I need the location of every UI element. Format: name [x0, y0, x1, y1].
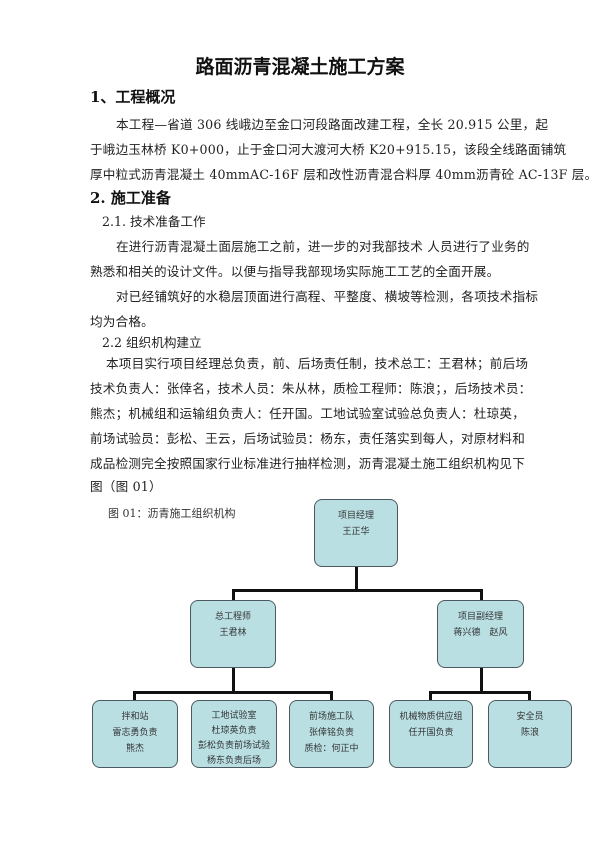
node-role: 项目经理: [337, 511, 374, 521]
node-person: 彭松负责前场试验: [197, 741, 270, 751]
connector-line: [429, 691, 531, 694]
connector-line: [232, 589, 235, 601]
node-person: 王君林: [219, 628, 247, 638]
connector-line: [480, 667, 483, 693]
subsection-2-1-heading: 2.1. 技术准备工作: [102, 214, 206, 229]
node-person: 杨东负责后场: [206, 756, 261, 766]
node-role: 工地试验室: [211, 711, 257, 721]
connector-line: [480, 589, 483, 601]
node-person: 杜琼英负责: [211, 726, 257, 736]
text-line: 技术负责人：张倖名，技术人员：朱从林，质检工程师：陈浪；，后场技术员：: [90, 381, 532, 396]
org-node-deputy-manager: 项目副经理 蒋兴德 赵风: [437, 600, 524, 668]
node-person: 蒋兴德 赵风: [453, 628, 508, 638]
org-node-supply-group: 机械物质供应组 任开国负责: [389, 700, 473, 768]
node-role: 总工程师: [214, 612, 251, 622]
text-line: 均为合格。: [90, 314, 154, 329]
node-role: 安全员: [516, 712, 544, 722]
node-role: 拌和站: [121, 712, 149, 722]
node-person: 熊杰: [125, 744, 144, 754]
org-node-project-manager: 项目经理 王正华: [314, 499, 398, 567]
node-person: 王正华: [342, 527, 370, 537]
node-person: 陈浪: [520, 728, 539, 738]
connector-line: [133, 691, 136, 701]
node-role: 项目副经理: [457, 612, 503, 622]
text-line: 成品检测完全按照国家行业标准进行抽样检测，沥青混凝土施工组织机构见下: [90, 456, 525, 471]
node-role: 前场施工队: [308, 712, 354, 722]
text-line: 于峨边玉林桥 K0+000，止于金口河大渡河大桥 K20+915.15，该段全线…: [90, 142, 567, 157]
figure-caption: 图 01：沥青施工组织机构: [108, 507, 236, 520]
section-2-heading: 2. 施工准备: [90, 189, 171, 207]
node-person: 张倖铭负责: [308, 728, 354, 738]
text-line: 本项目实行项目经理总负责，前、后场责任制，技术总工：王君林；前后场: [106, 356, 529, 371]
org-node-safety-officer: 安全员 陈浪: [488, 700, 572, 768]
connector-line: [330, 691, 333, 701]
connector-line: [133, 691, 333, 694]
connector-line: [355, 566, 358, 591]
text-line: 熊杰；机械组和运输组负责人：任开国。工地试验室试验总负责人：杜琼英，: [90, 406, 525, 421]
connector-line: [232, 589, 483, 592]
node-role: 机械物质供应组: [399, 712, 463, 722]
node-person: 任开国负责: [408, 728, 454, 738]
text-line: 对已经铺筑好的水稳层顶面进行高程、平整度、横坡等检测，各项技术指标: [116, 289, 539, 304]
text-line: 厚中粒式沥青混凝土 40mmAC-16F 层和改性沥青混合料厚 40mm沥青砼 …: [90, 167, 598, 182]
node-person: 雷志勇负责: [112, 728, 158, 738]
text-line: 在进行沥青混凝土面层施工之前，进一步的对我部技术 人员进行了业务的: [116, 239, 530, 254]
org-node-site-lab: 工地试验室 杜琼英负责 彭松负责前场试验 杨东负责后场: [191, 700, 277, 768]
org-node-mixing-station: 拌和站 雷志勇负责 熊杰: [92, 700, 178, 768]
document-title: 路面沥青混凝土施工方案: [195, 56, 405, 78]
text-line: 图（图 01）: [90, 479, 162, 494]
section-1-heading: 1、工程概况: [90, 88, 176, 106]
text-line: 本工程—省道 306 线峨边至金口河段路面改建工程，全长 20.915 公里，起: [116, 117, 549, 132]
text-line: 前场试验员：彭松、王云，后场试验员：杨东，责任落实到每人，对原材料和: [90, 431, 525, 446]
connector-line: [528, 691, 531, 701]
connector-line: [232, 667, 235, 693]
connector-line: [429, 691, 432, 701]
org-node-front-team: 前场施工队 张倖铭负责 质检：何正中: [289, 700, 374, 768]
subsection-2-2-heading: 2.2 组织机构建立: [102, 335, 202, 350]
text-line: 熟悉和相关的设计文件。以便与指导我部现场实际施工工艺的全面开展。: [90, 264, 500, 279]
node-person: 质检：何正中: [304, 744, 359, 754]
org-node-chief-engineer: 总工程师 王君林: [190, 600, 276, 668]
